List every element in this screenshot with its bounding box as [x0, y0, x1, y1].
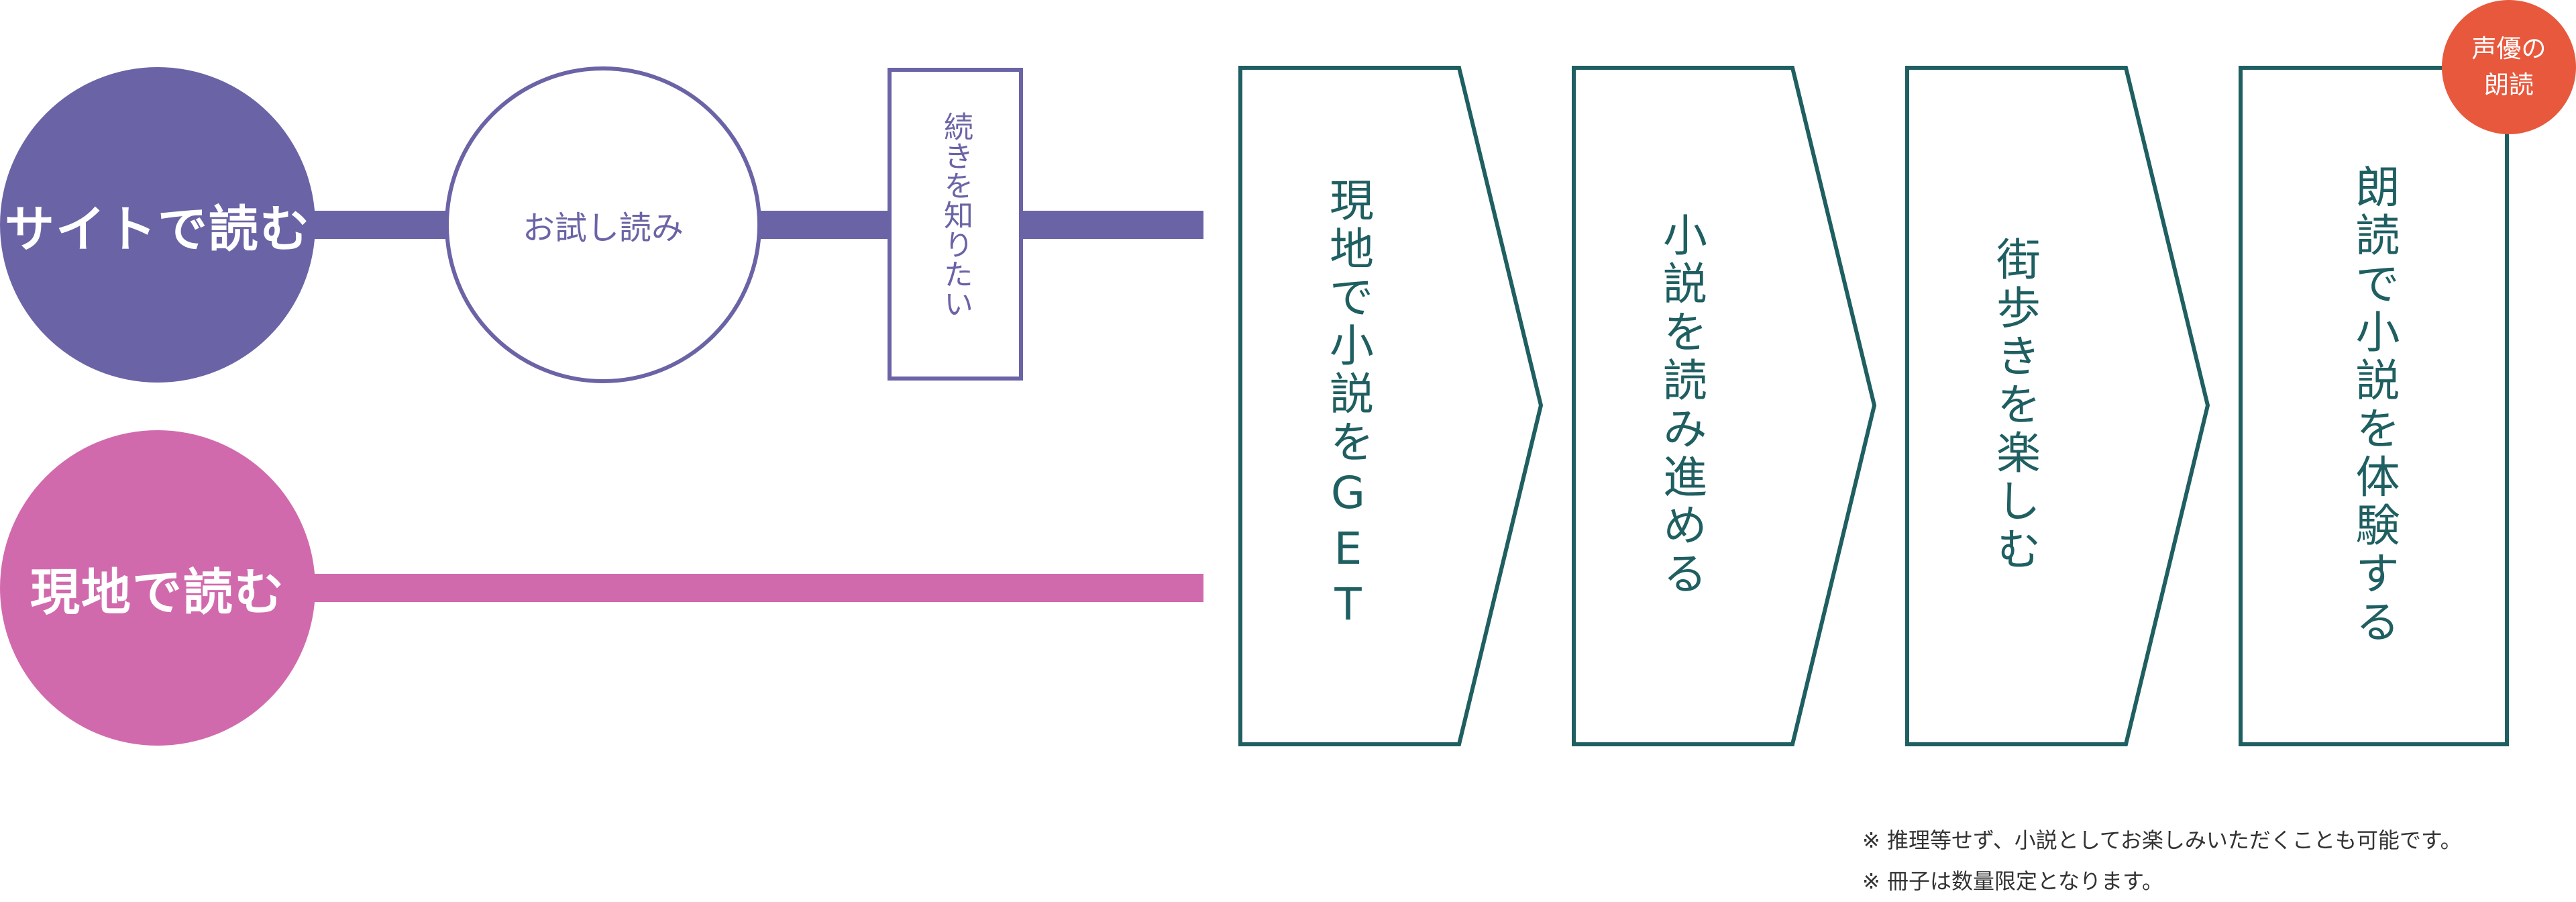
- step-text-2: 小説を読み進める: [1656, 212, 1707, 599]
- step-label-2: 小説を読み進める: [1576, 66, 1786, 745]
- notes: ※ 推理等せず、小説としてお楽しみいただくことも可能です。 ※ 冊子は数量限定と…: [1862, 820, 2462, 902]
- step-label-1: 現地で小説をGET: [1242, 66, 1453, 745]
- note-1: ※ 推理等せず、小説としてお楽しみいただくことも可能です。: [1862, 828, 2462, 853]
- step-box-1: [1238, 66, 1544, 746]
- site-route-circle: [0, 67, 315, 383]
- narration-badge-label: 声優の 朗読: [2442, 0, 2576, 134]
- narration-badge-line-1: 声優の: [2471, 34, 2546, 64]
- onsite-route-line: [288, 574, 1203, 602]
- want-more-label: 続きを知りたい: [890, 70, 1021, 379]
- step-label-3: 街歩きを楽しむ: [1909, 66, 2120, 745]
- step-text-1: 現地で小説をGET: [1322, 177, 1374, 634]
- narration-badge-line-2: 朗読: [2484, 70, 2534, 99]
- trial-reading-circle: [445, 66, 761, 383]
- want-more-text: 続きを知りたい: [938, 111, 973, 318]
- step-text-4: 朗読で小説を体験する: [2348, 164, 2400, 647]
- narration-badge: [2442, 0, 2576, 134]
- onsite-route-label: 現地で読む: [30, 563, 285, 621]
- step-box-2: [1572, 66, 1877, 746]
- note-2: ※ 冊子は数量限定となります。: [1862, 868, 2163, 894]
- trial-reading-label: お試し読み: [522, 209, 684, 247]
- onsite-route-circle: [0, 430, 315, 746]
- step-label-4: 朗読で小説を体験する: [2243, 66, 2505, 745]
- step-box-3: [1905, 66, 2210, 746]
- site-route-label: サイトで読む: [5, 200, 311, 258]
- step-box-4: [2239, 66, 2509, 746]
- want-more-box: [888, 68, 1023, 381]
- step-text-3: 街歩きを楽しむ: [1989, 236, 2041, 574]
